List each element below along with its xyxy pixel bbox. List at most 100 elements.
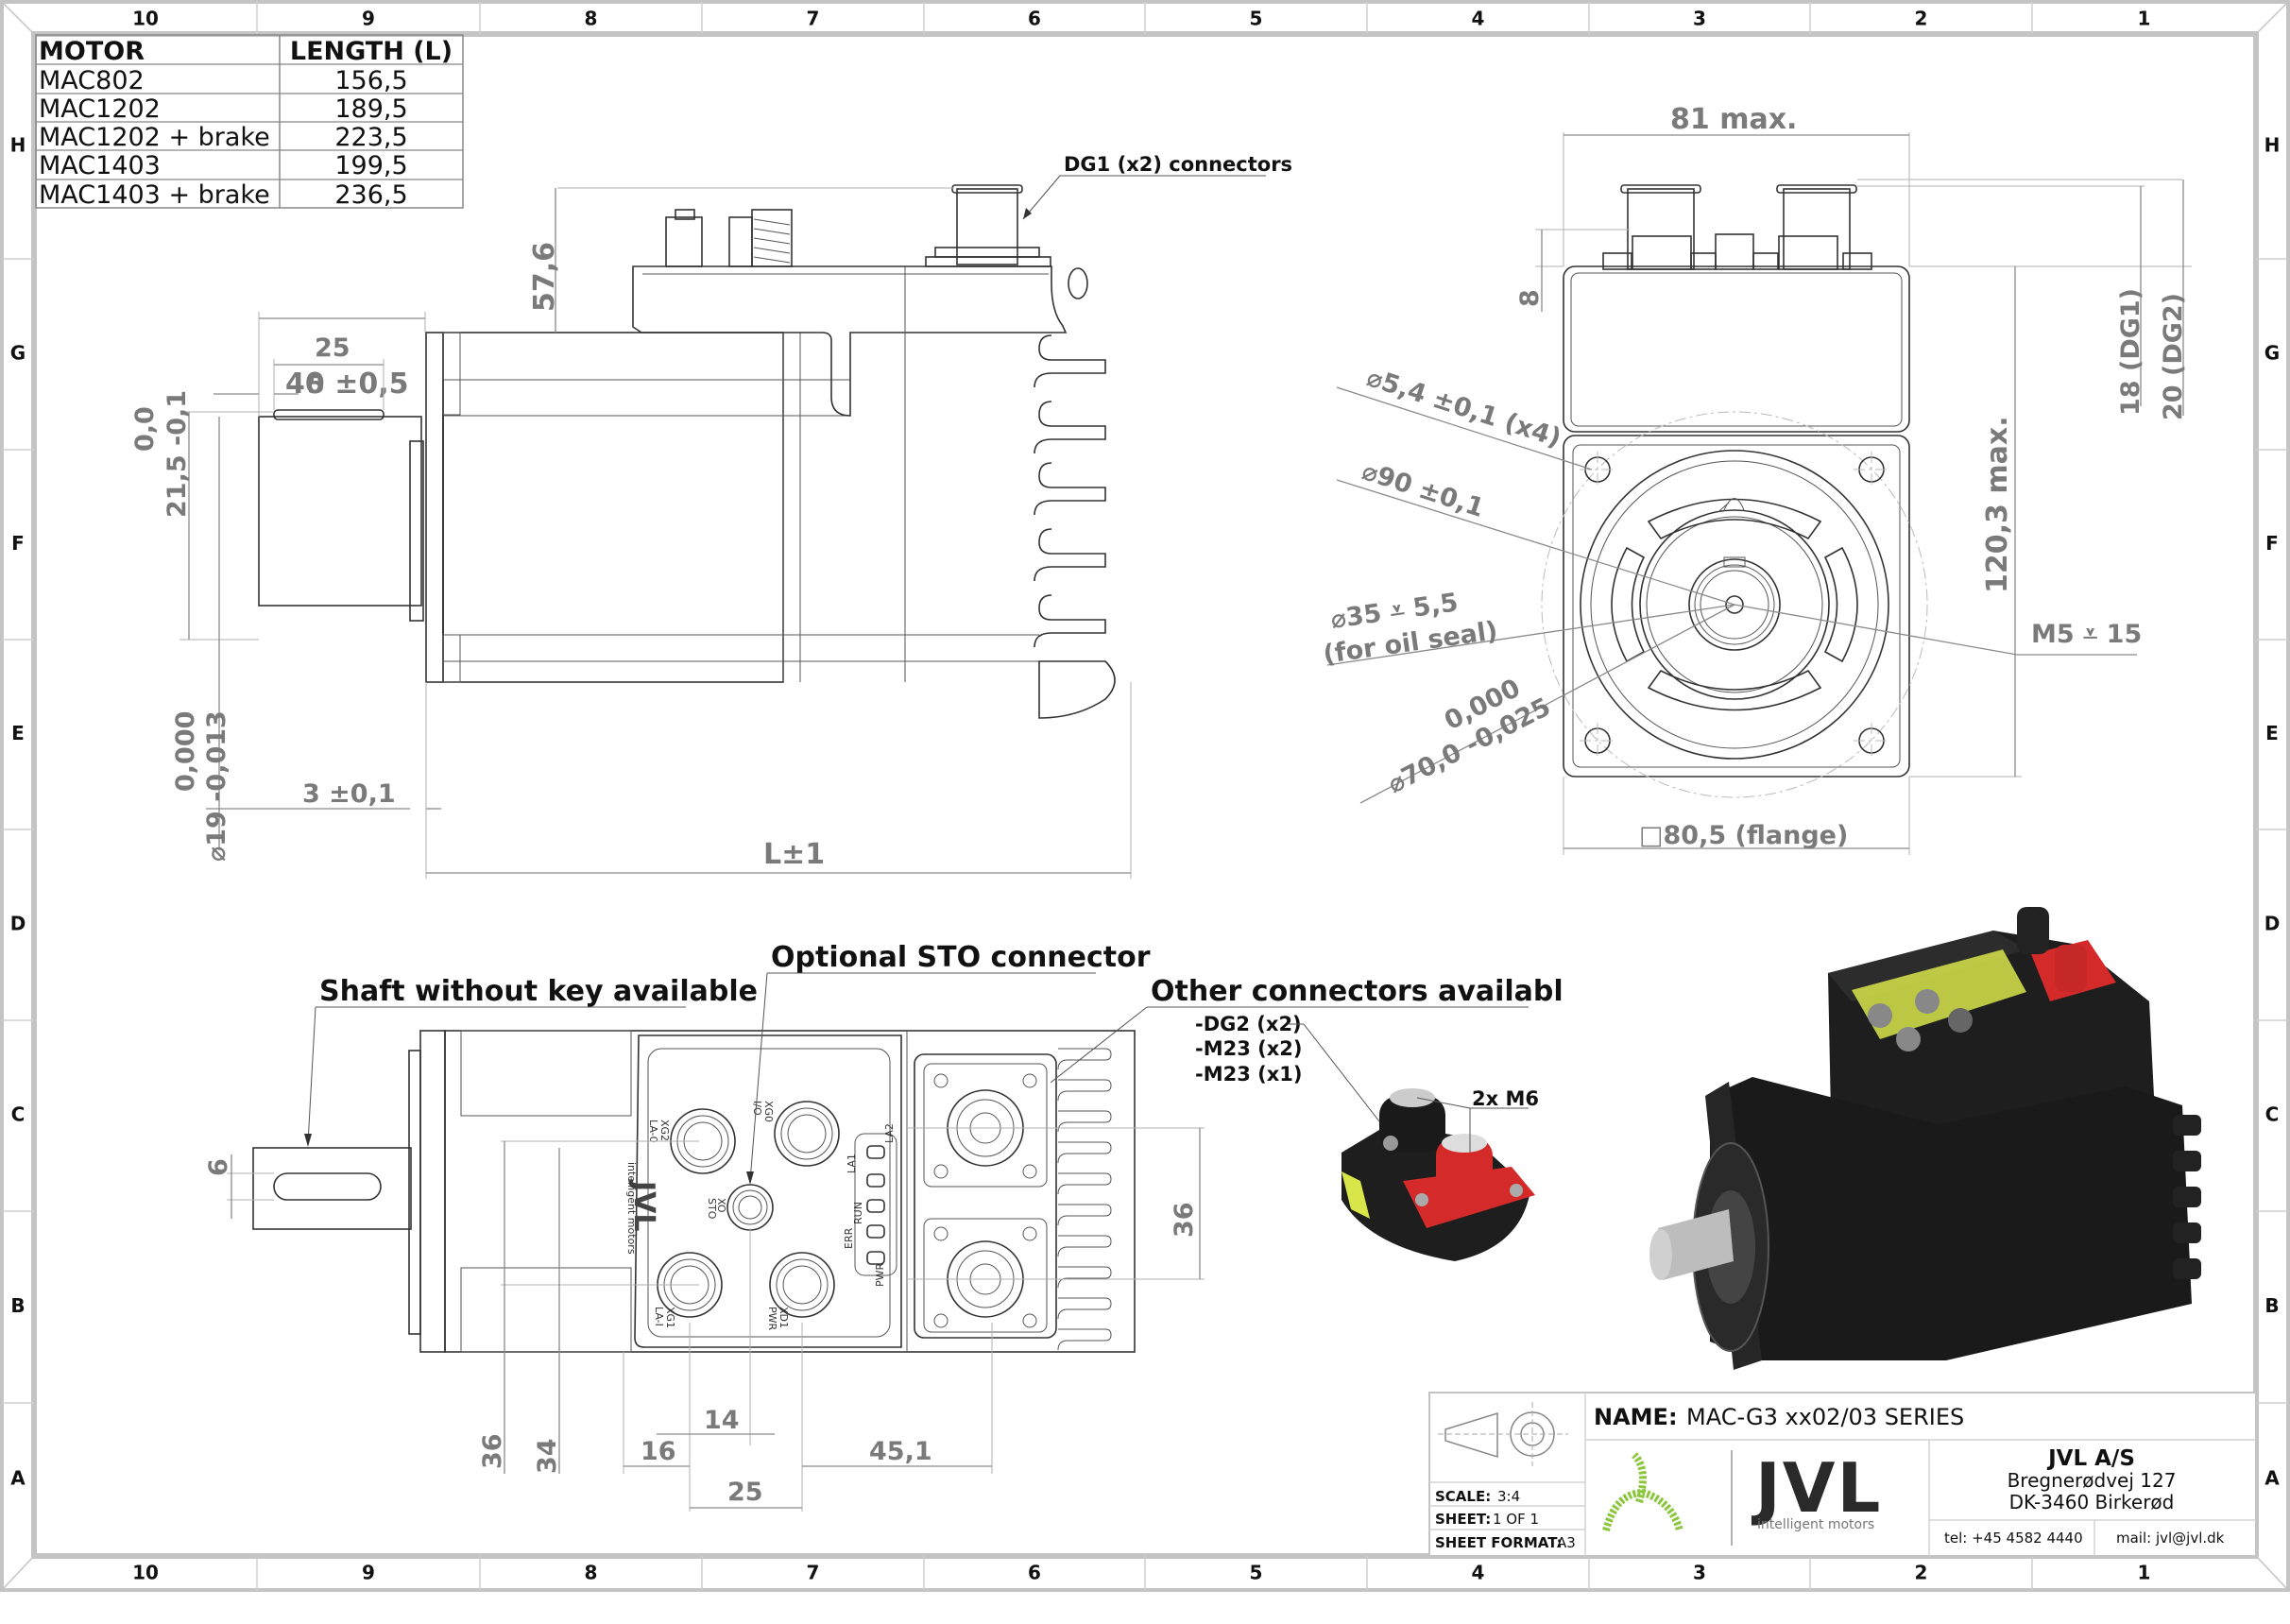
- shaft: [258, 416, 422, 607]
- motor-3d-render: [1564, 907, 2253, 1379]
- cooling-fin: [1057, 1141, 1112, 1164]
- led-panel: LA2 LA1 RUN ERR PWR: [843, 1123, 897, 1287]
- table-cell-motor: MAC1403 + brake: [39, 180, 270, 210]
- sheet-value: 1 OF 1: [1493, 1511, 1539, 1528]
- zone-row-label: H: [2264, 134, 2281, 157]
- dim-connector-pitch: 36: [1170, 1202, 1199, 1238]
- table-cell-length: 223,5: [334, 123, 407, 152]
- zone-column-label: 1: [2138, 1562, 2151, 1584]
- dim-shaft-dia: ⌀19 -0,013: [202, 710, 231, 862]
- zone-column-label: 6: [1028, 8, 1041, 30]
- render-black-connector: [2017, 907, 2049, 954]
- label-xo-sub: STO: [706, 1198, 718, 1220]
- cooling-slot-left: [1611, 546, 1646, 663]
- other-connector-m23-x1: -M23 (x1): [1195, 1063, 1303, 1086]
- zone-column-label: 5: [1250, 1562, 1263, 1584]
- zone-row-label: C: [2265, 1103, 2280, 1126]
- render-fin: [2173, 1151, 2201, 1171]
- cooling-slot-bottom: [1647, 669, 1822, 711]
- table-cell-motor: MAC1202: [39, 94, 161, 124]
- cooling-fin: [1034, 462, 1106, 516]
- front-view: 81 max. 8 18 (DG1) 20 (DG2) 120,3 max. ⌀…: [1322, 103, 2192, 855]
- callout-other-connectors: Other connectors available:: [1151, 975, 1594, 1008]
- electronics-housing: [632, 265, 1068, 417]
- company-phone[interactable]: tel: +45 4582 4440: [1944, 1530, 2083, 1547]
- table-row: MAC1403 + brake 236,5: [39, 180, 408, 210]
- render-fin: [2173, 1187, 2201, 1207]
- label-xg2: XG2: [658, 1120, 671, 1141]
- zone-column-label: 4: [1472, 8, 1485, 30]
- company-email[interactable]: mail: jvl@jvl.dk: [2116, 1530, 2225, 1547]
- table-cell-length: 189,5: [334, 94, 407, 124]
- table-row: MAC802 156,5: [39, 66, 408, 95]
- side-view: DG1 (x2) connectors 57,6 40 ±0,5 25 5 0,…: [130, 153, 1292, 879]
- dim-overall-length: L±1: [763, 838, 825, 871]
- table-cell-motor: MAC802: [39, 66, 145, 95]
- zone-column-label: 1: [2138, 8, 2151, 30]
- table-cell-motor: MAC1202 + brake: [39, 123, 270, 152]
- table-row: MAC1202 189,5: [39, 94, 408, 124]
- rear-cover: [1038, 660, 1116, 719]
- dim-offset-36: 36: [478, 1433, 507, 1469]
- led-label-err: ERR: [843, 1227, 855, 1249]
- bolt-circle: [1541, 411, 1928, 798]
- dim-shaft-dia-tol: 0,000: [171, 711, 200, 792]
- led-pwr: [866, 1251, 885, 1265]
- zone-column-label: 10: [132, 1562, 159, 1584]
- electronics-housing-front: [1563, 265, 1910, 433]
- connector-xg0: [774, 1101, 840, 1167]
- zone-row-label: F: [11, 532, 25, 555]
- zone-row-label: C: [11, 1103, 26, 1126]
- motor-body: [442, 332, 784, 683]
- pilot: [1639, 509, 1830, 700]
- projection-symbol-icon: [1438, 1402, 1568, 1466]
- zone-column-label: 5: [1250, 8, 1263, 30]
- shaft-top: [252, 1147, 412, 1230]
- dim-mount-holes: ⌀5,4 ±0,1 (x4): [1363, 363, 1564, 453]
- shaft-center-thread: [1725, 595, 1744, 614]
- oil-seal-bore: [1688, 558, 1781, 651]
- zone-row-label: E: [2265, 722, 2279, 744]
- label-xg0-sub: I/O: [751, 1101, 763, 1116]
- zone-column-label: 6: [1028, 1562, 1041, 1584]
- dim-offset-25: 25: [727, 1478, 763, 1507]
- mount-hole: [1580, 452, 1615, 487]
- dim-shaft-thread: M5 ⩡ 15: [2031, 620, 2142, 649]
- dim-key-length: 25: [315, 333, 350, 363]
- panel-logo-tag: intelligent motors: [625, 1162, 638, 1255]
- dim-offset-45-1: 45,1: [869, 1437, 932, 1466]
- dim-shaft-length: 40 ±0,5: [285, 368, 408, 401]
- label-xg2-sub: LA-0: [647, 1120, 659, 1143]
- power-connector-panel: [914, 1053, 1057, 1339]
- cooling-fin: [1057, 1079, 1112, 1102]
- connector-render-image: [1342, 1088, 1535, 1261]
- zone-row-label: G: [10, 342, 26, 365]
- render-fin: [2173, 1115, 2201, 1136]
- cooling-fin: [1057, 1204, 1112, 1226]
- dg1-connector-front-left: [1627, 188, 1695, 270]
- zone-row-label: B: [10, 1294, 25, 1317]
- flange-front: [1563, 435, 1910, 778]
- dim-key-width: 6: [204, 1158, 233, 1176]
- power-connector-lower: [923, 1218, 1048, 1333]
- dim-dg1-height: 18 (DG1): [2116, 288, 2145, 416]
- flange-spigot: [409, 440, 424, 622]
- label-xo: XO: [715, 1198, 727, 1213]
- flange: [425, 332, 444, 683]
- label-xg1: XG1: [664, 1307, 676, 1328]
- other-connector-m23-x2: -M23 (x2): [1195, 1037, 1303, 1060]
- led-label-la2: LA2: [883, 1123, 896, 1143]
- drawing-name-label: NAME:: [1594, 1404, 1678, 1430]
- mount-hole: [1854, 452, 1889, 487]
- dim-height-top: 57,6: [528, 242, 561, 312]
- dim-key-height: 21,5 -0,1: [162, 390, 192, 518]
- render-yellow-label: [1852, 949, 2026, 1039]
- panel-logo: JVL: [627, 1179, 660, 1232]
- dg1-connector-side: [956, 188, 1018, 265]
- dim-offset-16: 16: [641, 1437, 676, 1466]
- cooling-slot-right: [1823, 546, 1858, 663]
- label-xd1: XD1: [778, 1307, 790, 1328]
- cooling-fin: [1057, 1048, 1112, 1070]
